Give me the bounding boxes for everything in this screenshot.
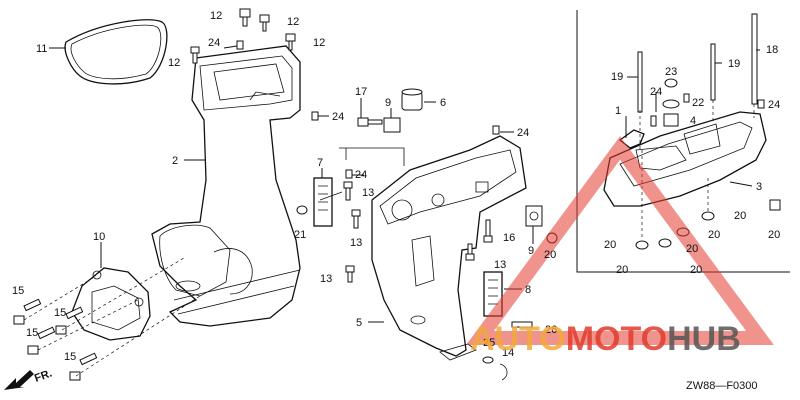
callout-21: 21 — [294, 229, 306, 241]
anode-part-7 — [313, 177, 333, 227]
callout-12-a: 12 — [210, 10, 222, 22]
callout-20-b: 20 — [734, 210, 746, 222]
washer-stack-parts-4-22-23 — [650, 78, 690, 127]
callout-22: 22 — [692, 97, 704, 109]
callout-13-a: 13 — [362, 187, 374, 199]
extension-case-part-2 — [151, 45, 301, 327]
collar-part-6 — [401, 88, 423, 111]
lower-cover-part-10 — [71, 267, 151, 341]
callout-20-d: 20 — [604, 239, 616, 251]
callout-15-a: 15 — [12, 285, 24, 297]
front-direction-arrow — [4, 370, 34, 390]
callout-12-b: 12 — [287, 16, 299, 28]
callout-20-h: 20 — [690, 264, 702, 276]
gasket-part-11 — [64, 19, 168, 85]
callout-13-d: 13 — [494, 259, 506, 271]
callout-15-d: 15 — [64, 351, 76, 363]
callout-12-d: 12 — [168, 57, 180, 69]
callout-24-b: 24 — [332, 111, 344, 123]
callout-13-c: 13 — [320, 273, 332, 285]
callout-18: 18 — [766, 44, 778, 56]
callout-1: 1 — [615, 105, 621, 117]
watermark-part-moto: MOTO — [566, 320, 667, 358]
callout-20-f: 20 — [768, 229, 780, 241]
callout-7: 7 — [317, 157, 323, 169]
callout-16: 16 — [503, 232, 515, 244]
callout-20-e: 20 — [686, 243, 698, 255]
svg-text:AUTOMOTOHUB: AUTOMOTOHUB — [470, 320, 741, 358]
pad-part-9-lower — [525, 205, 543, 227]
callout-24-c: 24 — [355, 169, 367, 181]
callout-19-a: 19 — [611, 71, 623, 83]
callout-4: 4 — [690, 115, 696, 127]
watermark-logo: AUTOMOTOHUB — [470, 320, 741, 358]
callout-13-b: 13 — [350, 237, 362, 249]
watermark-part-hub: HUB — [667, 320, 741, 358]
callout-24-f: 24 — [768, 99, 780, 111]
callout-26: 26 — [545, 324, 557, 336]
callout-9-lower: 9 — [528, 245, 534, 257]
bracket-part-1 — [618, 129, 645, 149]
callout-24-e: 24 — [650, 86, 662, 98]
callout-20-c: 20 — [708, 229, 720, 241]
callout-15-b: 15 — [26, 327, 38, 339]
callout-6: 6 — [440, 97, 446, 109]
assembly-dash-lines — [23, 100, 755, 377]
callout-11: 11 — [36, 43, 47, 55]
callout-3: 3 — [756, 181, 762, 193]
callout-20-a: 20 — [544, 249, 556, 261]
callout-labels: 11 2 3 1 4 5 6 7 8 9 9 10 12 12 12 12 13… — [12, 10, 780, 363]
callout-14: 14 — [502, 347, 514, 359]
watermark-part-auto: AUTO — [470, 320, 566, 358]
callout-20-g: 20 — [616, 264, 628, 276]
direction-label: FR. — [33, 367, 54, 384]
callout-23: 23 — [665, 66, 677, 78]
callout-9-upper: 9 — [385, 97, 391, 109]
callout-25: 25 — [483, 337, 495, 349]
callout-2: 2 — [172, 155, 178, 167]
callout-24-a: 24 — [208, 37, 220, 49]
diagram-code: ZW88—F0300 — [686, 380, 758, 392]
lower-case-part-5 — [371, 135, 527, 361]
pad-part-9-upper — [383, 117, 401, 133]
callout-19-b: 19 — [728, 58, 740, 70]
callout-15-c: 15 — [54, 307, 66, 319]
callout-10: 10 — [93, 231, 105, 243]
callout-12-c: 12 — [313, 37, 325, 49]
callout-8: 8 — [525, 284, 531, 296]
callout-5: 5 — [356, 317, 362, 329]
callout-17: 17 — [355, 86, 367, 98]
callout-24-d: 24 — [517, 127, 529, 139]
watermark-triangle — [466, 136, 774, 345]
